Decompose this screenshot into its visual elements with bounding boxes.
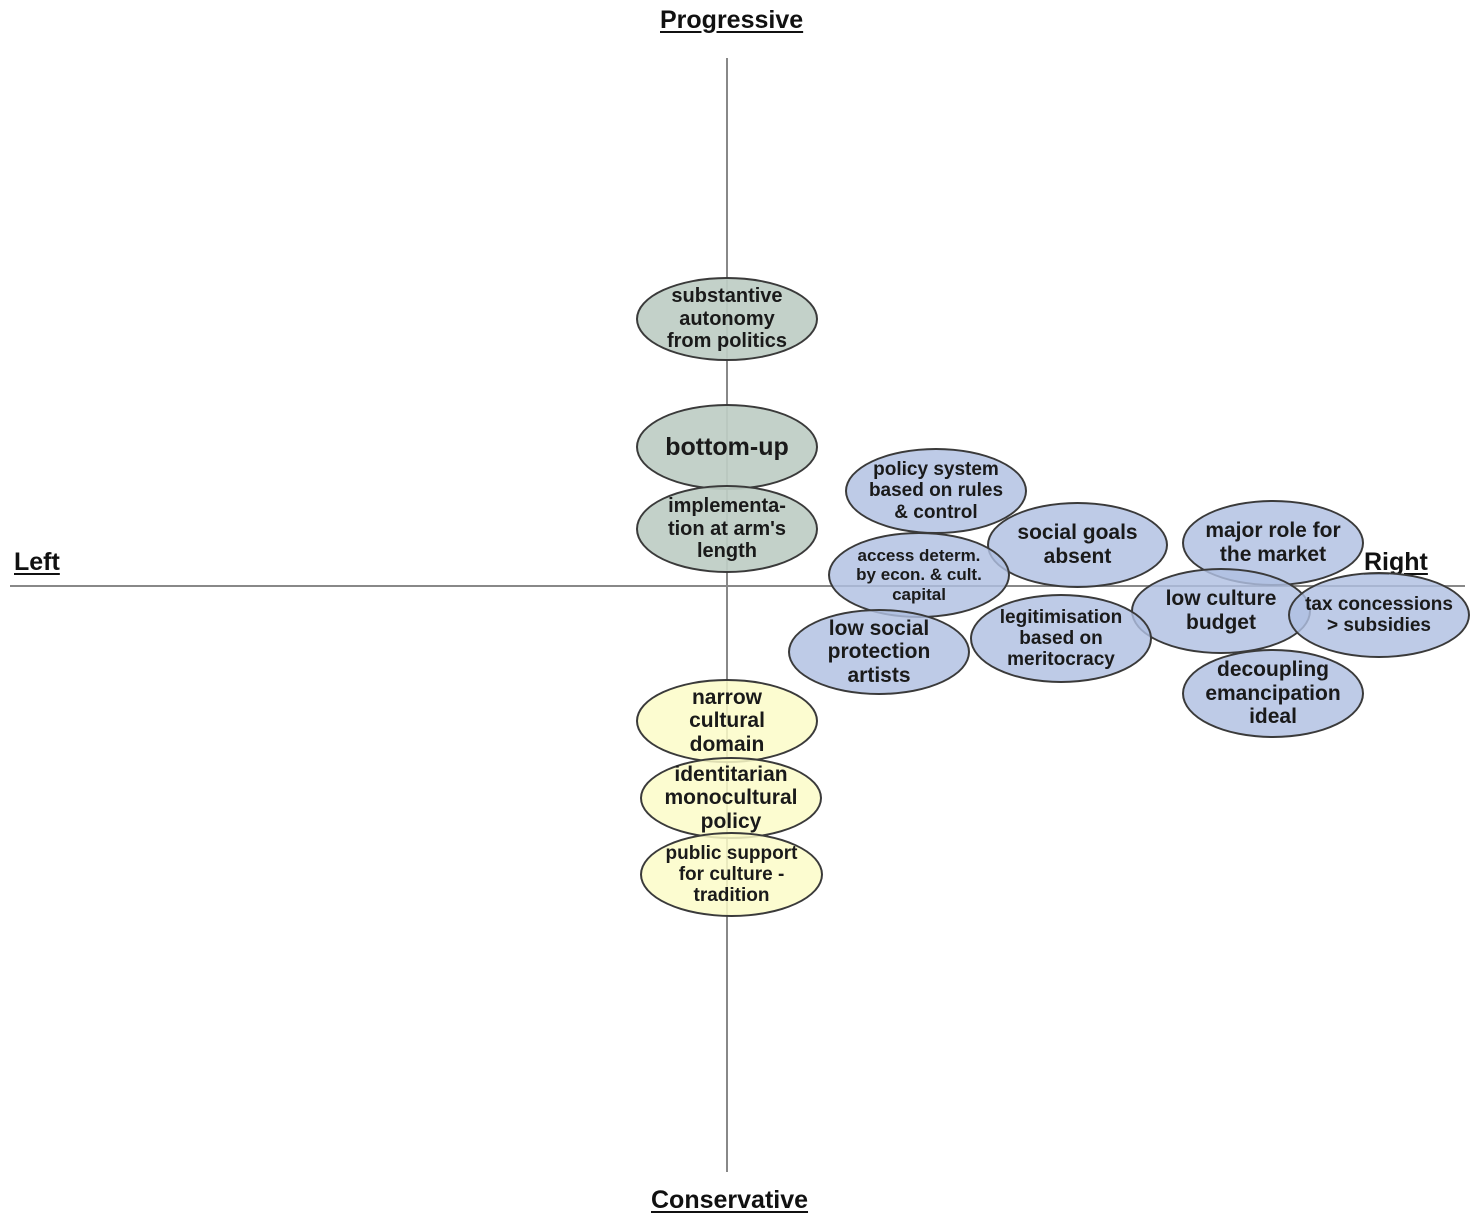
bubble-low-social-protection: low social protection artists [788, 609, 970, 695]
bubble-narrow-cultural-domain: narrow cultural domain [636, 679, 818, 763]
bubble-access-determined: access determ. by econ. & cult. capital [828, 532, 1010, 618]
bubble-public-support: public support for culture - tradition [640, 832, 823, 917]
bubble-legitimisation: legitimisation based on meritocracy [970, 594, 1152, 683]
axis-label-left: Left [14, 548, 60, 576]
bubble-arms-length: implementa- tion at arm's length [636, 485, 818, 573]
axis-label-progressive: Progressive [660, 6, 804, 34]
bubble-bottom-up: bottom-up [636, 404, 818, 490]
bubble-low-culture-budget: low culture budget [1131, 568, 1311, 654]
bubble-social-goals: social goals absent [987, 502, 1168, 588]
bubble-major-role-market: major role for the market [1182, 500, 1364, 586]
bubble-substantive-autonomy: substantive autonomy from politics [636, 277, 818, 361]
bubble-identitarian: identitarian monocultural policy [640, 757, 822, 839]
bubble-decoupling: decoupling emancipation ideal [1182, 649, 1364, 738]
bubble-tax-concessions: tax concessions > subsidies [1288, 572, 1470, 658]
bubble-policy-system: policy system based on rules & control [845, 448, 1027, 534]
axis-label-conservative: Conservative [651, 1186, 809, 1214]
